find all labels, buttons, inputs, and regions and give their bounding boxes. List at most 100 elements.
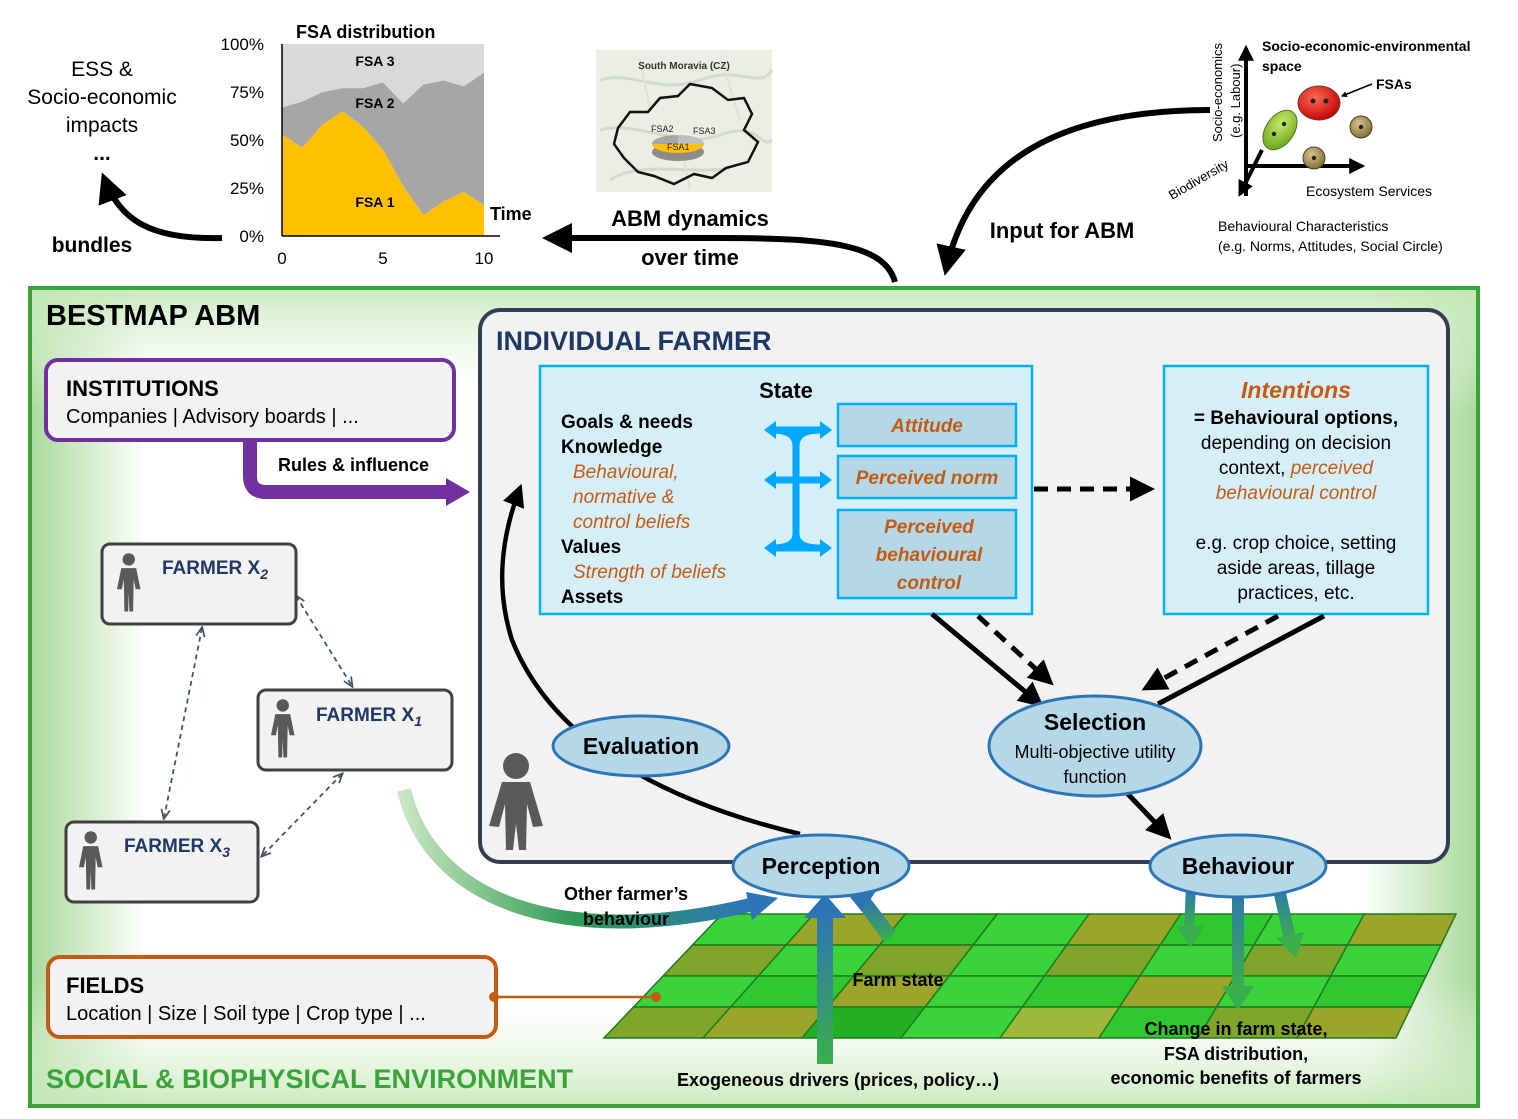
space-title: Socio-economic-environmental [1262, 38, 1470, 54]
area-label-fsa2: FSA 2 [355, 95, 394, 111]
individual-farmer-icon [489, 753, 543, 850]
attitude-label: Attitude [890, 416, 963, 437]
field-cell [1118, 975, 1237, 1008]
farmer-x3-box[interactable]: FARMER X3 [64, 820, 260, 904]
farmer-network-links [164, 596, 352, 856]
behaviour-label: Behaviour [1182, 853, 1295, 879]
institutions-subtitle: Companies | Advisory boards | ... [66, 406, 359, 428]
bundles-arrow [98, 172, 223, 242]
x-tick-label: 10 [475, 249, 494, 268]
fields-subtitle: Location | Size | Soil type | Crop type … [66, 1003, 426, 1025]
perception-ellipse [731, 833, 911, 899]
farmer-x2-box[interactable]: FARMER X2 [100, 542, 298, 626]
svg-text:over time: over time [641, 245, 739, 270]
intentions-text: = Behavioural options, depending on deci… [1194, 408, 1398, 604]
area-series-fsa-3 [282, 44, 484, 108]
state-title: State [759, 378, 813, 403]
area-label-fsa3: FSA 3 [355, 53, 394, 69]
svg-text:FSA distribution,: FSA distribution, [1164, 1044, 1308, 1064]
farmer-icon [116, 553, 141, 612]
fields-title: FIELDS [66, 973, 144, 998]
state-line: Behavioural, [573, 462, 679, 483]
svg-text:(e.g. Norms, Attitudes, Social: (e.g. Norms, Attitudes, Social Circle) [1218, 238, 1443, 254]
svg-text:FARMER X3: FARMER X3 [124, 836, 230, 860]
y-tick-label: 50% [230, 131, 264, 150]
evaluation-arrow [499, 483, 801, 837]
perception-label: Perception [762, 853, 881, 879]
pbc-label: Perceived behavioural control [876, 517, 983, 594]
impacts-label: ESS & Socio-economic impacts ... [27, 58, 176, 165]
y-tick-label: 0% [239, 227, 264, 246]
space-z-axis-label: Biodiversity [1166, 156, 1231, 202]
svg-text:depending on decision: depending on decision [1201, 433, 1391, 454]
individual-farmer-title: INDIVIDUAL FARMER [496, 326, 772, 356]
farmer-x1-box[interactable]: FARMER X1 [256, 688, 454, 772]
intentions-box [1162, 364, 1430, 616]
socio-economic-space: Socio-economic-environmental space Socio… [1166, 38, 1470, 254]
environment-label: SOCIAL & BIOPHYSICAL ENVIRONMENT [46, 1064, 574, 1094]
input-abm-arrow [936, 107, 1211, 276]
field-cell [1346, 913, 1458, 946]
svg-text:FARMER X1: FARMER X1 [316, 705, 422, 729]
svg-text:Perceived: Perceived [884, 517, 974, 538]
svg-text:context, perceived: context, perceived [1219, 458, 1375, 479]
south-moravia-map: South Moravia (CZ) FSA2 FSA3 FSA1 [596, 50, 774, 192]
farmer-icon [78, 831, 103, 890]
svg-text:behavioural: behavioural [876, 545, 983, 566]
svg-text:...: ... [93, 142, 111, 165]
behaviour-impact-arrows [1176, 884, 1304, 1010]
state-line: Values [561, 537, 621, 558]
x-tick-label: 5 [378, 249, 387, 268]
abm-title: BESTMAP ABM [46, 300, 260, 332]
area-series-fsa-1 [282, 111, 484, 236]
map-label-fsa3: FSA3 [693, 126, 716, 136]
bracket-arrowheads [764, 421, 832, 557]
svg-text:Change in farm state,: Change in farm state, [1144, 1019, 1327, 1039]
chart-title: FSA distribution [296, 22, 435, 42]
svg-text:Socio-economic: Socio-economic [27, 86, 176, 109]
abm-dynamics-label: ABM dynamics over time [611, 206, 769, 270]
svg-text:behavioural control: behavioural control [1216, 483, 1377, 504]
state-line: normative & [573, 487, 674, 508]
farmer-icon [270, 699, 295, 758]
svg-text:economic benefits of farmers: economic benefits of farmers [1110, 1068, 1361, 1088]
svg-text:control: control [897, 573, 962, 594]
other-farmers-label: Other farmer’s behaviour [564, 884, 688, 929]
state-line: Strength of beliefs [573, 562, 727, 583]
institutions-title: INSTITUTIONS [66, 376, 219, 401]
selection-label: Selection [1044, 709, 1146, 735]
map-label-fsa1: FSA1 [667, 142, 690, 152]
field-grid [602, 913, 1458, 1039]
state-line: Knowledge [561, 437, 662, 458]
perceived-norm-box [836, 454, 1018, 500]
x-tick-label: 0 [277, 249, 286, 268]
field-cell [1329, 944, 1443, 977]
field-cell [1295, 1006, 1413, 1039]
svg-text:(e.g. Labour): (e.g. Labour) [1228, 64, 1243, 138]
svg-text:ESS &: ESS & [71, 58, 133, 81]
field-cell [1158, 913, 1274, 946]
area-series-fsa-2 [282, 72, 484, 215]
chart-areas [282, 44, 484, 236]
area-labels: FSA 3 FSA 2 FSA 1 [355, 53, 394, 210]
y-tick-labels: 100%75%50%25%0% [221, 35, 264, 246]
other-farmers-arrow [397, 788, 752, 929]
evaluation-label: Evaluation [583, 733, 699, 759]
field-cell [1312, 975, 1428, 1008]
y-tick-label: 25% [230, 179, 264, 198]
bundles-label: bundles [52, 234, 133, 257]
svg-text:ABM dynamics: ABM dynamics [611, 206, 769, 231]
area-label-fsa1: FSA 1 [355, 194, 394, 210]
svg-text:aside areas, tillage: aside areas, tillage [1217, 558, 1375, 579]
svg-text:behaviour: behaviour [583, 909, 669, 929]
state-line: Goals & needs [561, 412, 693, 433]
selection-arrows [930, 612, 1326, 840]
perceived-norm-label: Perceived norm [856, 468, 999, 489]
exogenous-arrow [804, 894, 846, 1064]
x-tick-labels: 0 5 10 [277, 249, 493, 268]
svg-text:impacts: impacts [66, 114, 138, 137]
svg-text:e.g. crop choice, setting: e.g. crop choice, setting [1196, 533, 1397, 554]
space-x-axis-label: Ecosystem Services [1306, 183, 1432, 199]
intentions-title: Intentions [1241, 377, 1351, 403]
